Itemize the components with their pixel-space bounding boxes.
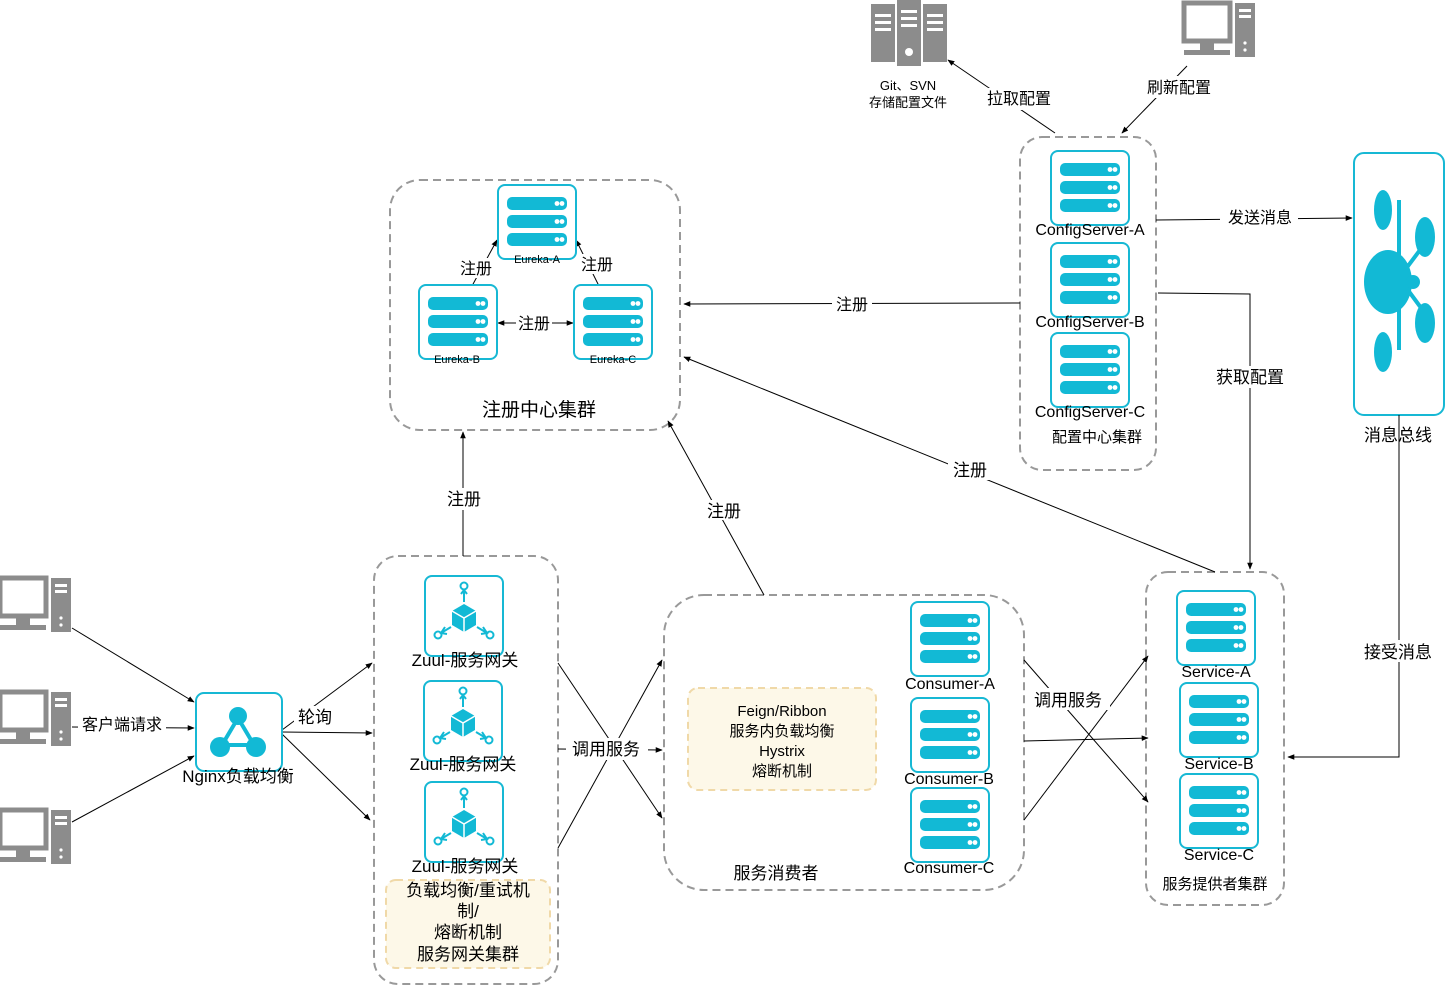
consumer-a-label: Consumer-A	[905, 676, 995, 693]
eureka-cluster-label: 注册中心集群	[482, 399, 596, 421]
poll-label: 轮询	[298, 708, 332, 727]
zuul-c-label: Zuul-服务网关	[412, 857, 519, 876]
server-icon[interactable]	[910, 697, 990, 773]
consumer-note-line1: Feign/Ribbon	[737, 703, 826, 720]
consumer-b-label: Consumer-B	[904, 771, 994, 788]
consumer-call-label: 调用服务	[1034, 691, 1102, 710]
config-register-label: 注册	[836, 296, 868, 314]
server-icon[interactable]	[1176, 590, 1256, 666]
service-cluster-label: 服务提供者集群	[1162, 876, 1267, 893]
edge-client1	[71, 627, 195, 703]
eureka-reg-ab-label: 注册	[460, 260, 492, 278]
server-icon[interactable]	[1179, 773, 1259, 849]
consumer-cluster	[663, 594, 1025, 891]
consumer-note	[687, 687, 877, 791]
get-config-label: 获取配置	[1216, 368, 1284, 387]
config-server-c-label: ConfigServer-C	[1035, 404, 1145, 421]
zuul-cluster	[373, 555, 559, 985]
zuul-cluster-label: 服务网关集群	[417, 945, 519, 964]
consumer-c-label: Consumer-C	[904, 860, 995, 877]
zuul-register-label: 注册	[447, 490, 481, 509]
server-icon[interactable]	[1050, 150, 1130, 226]
zuul-note-line2: 制/	[457, 902, 479, 921]
edge-consumer-service1	[1023, 659, 1149, 803]
consumer-note-line4: 熔断机制	[752, 763, 812, 780]
service-b-label: Service-B	[1184, 756, 1253, 773]
load-balancer-icon[interactable]	[195, 692, 283, 772]
config-cluster-label: 配置中心集群	[1052, 429, 1142, 446]
server-icon[interactable]	[573, 284, 653, 360]
config-server-b-label: ConfigServer-B	[1035, 314, 1144, 331]
edge-client3	[71, 755, 195, 823]
server-icon[interactable]	[418, 284, 498, 360]
edge-consumer-service2	[1023, 735, 1149, 742]
desktop-computer-icon[interactable]	[0, 810, 71, 864]
api-gateway-icon[interactable]	[424, 575, 504, 657]
consumer-note-line2: 服务内负载均衡	[729, 723, 834, 740]
eureka-cluster	[389, 179, 681, 431]
pull-config-label: 拉取配置	[987, 90, 1051, 108]
edge-receive-message	[1287, 415, 1400, 760]
service-c-label: Service-C	[1184, 847, 1254, 864]
git-label-line1: Git、SVN	[880, 78, 936, 93]
client-request-label: 客户端请求	[82, 716, 162, 734]
eureka-reg-bc-label: 注册	[518, 315, 550, 333]
consumer-cluster-label: 服务消费者	[734, 864, 819, 883]
eureka-c-label: Eureka-C	[590, 354, 637, 366]
server-icon[interactable]	[1050, 332, 1130, 408]
send-message-label: 发送消息	[1228, 209, 1292, 227]
edge-nginx-zuul2	[281, 730, 373, 736]
edge-get-config	[1157, 292, 1253, 570]
server-icon[interactable]	[1179, 682, 1259, 758]
server-icon[interactable]	[910, 601, 990, 677]
zuul-a-label: Zuul-服务网关	[412, 651, 519, 670]
zuul-note-line1: 负载均衡/重试机	[406, 881, 530, 900]
bus-label: 消息总线	[1364, 426, 1432, 445]
desktop-computer-icon	[1184, 3, 1255, 57]
server-icon[interactable]	[1050, 242, 1130, 318]
zuul-b-label: Zuul-服务网关	[410, 755, 517, 774]
config-server-a-label: ConfigServer-A	[1035, 222, 1145, 239]
zuul-call-label: 调用服务	[572, 740, 640, 759]
zuul-note	[385, 879, 551, 969]
git-label-line2: 存储配置文件	[869, 95, 947, 110]
consumer-note-line3: Hystrix	[759, 743, 805, 760]
api-gateway-icon[interactable]	[424, 781, 504, 863]
service-a-label: Service-A	[1181, 664, 1251, 681]
service-register-label: 注册	[953, 461, 987, 480]
message-bus-icon	[1364, 190, 1435, 372]
refresh-config-label: 刷新配置	[1147, 79, 1211, 97]
zuul-note-line3: 熔断机制	[434, 923, 502, 942]
desktop-computer-icon[interactable]	[0, 692, 71, 746]
edge-nginx-zuul3	[281, 733, 371, 821]
server-rack-icon	[871, 0, 947, 66]
eureka-a-label: Eureka-A	[514, 254, 561, 266]
server-icon[interactable]	[497, 184, 577, 260]
desktop-computer-icon[interactable]	[0, 578, 71, 632]
edge-consumer-service3	[1023, 655, 1149, 821]
api-gateway-icon[interactable]	[423, 680, 503, 762]
server-icon[interactable]	[910, 787, 990, 863]
eureka-reg-ac-label: 注册	[581, 256, 613, 274]
receive-message-label: 接受消息	[1364, 643, 1432, 662]
nginx-label: Nginx负载均衡	[182, 767, 293, 786]
consumer-register-label: 注册	[707, 502, 741, 521]
eureka-b-label: Eureka-B	[434, 354, 480, 366]
